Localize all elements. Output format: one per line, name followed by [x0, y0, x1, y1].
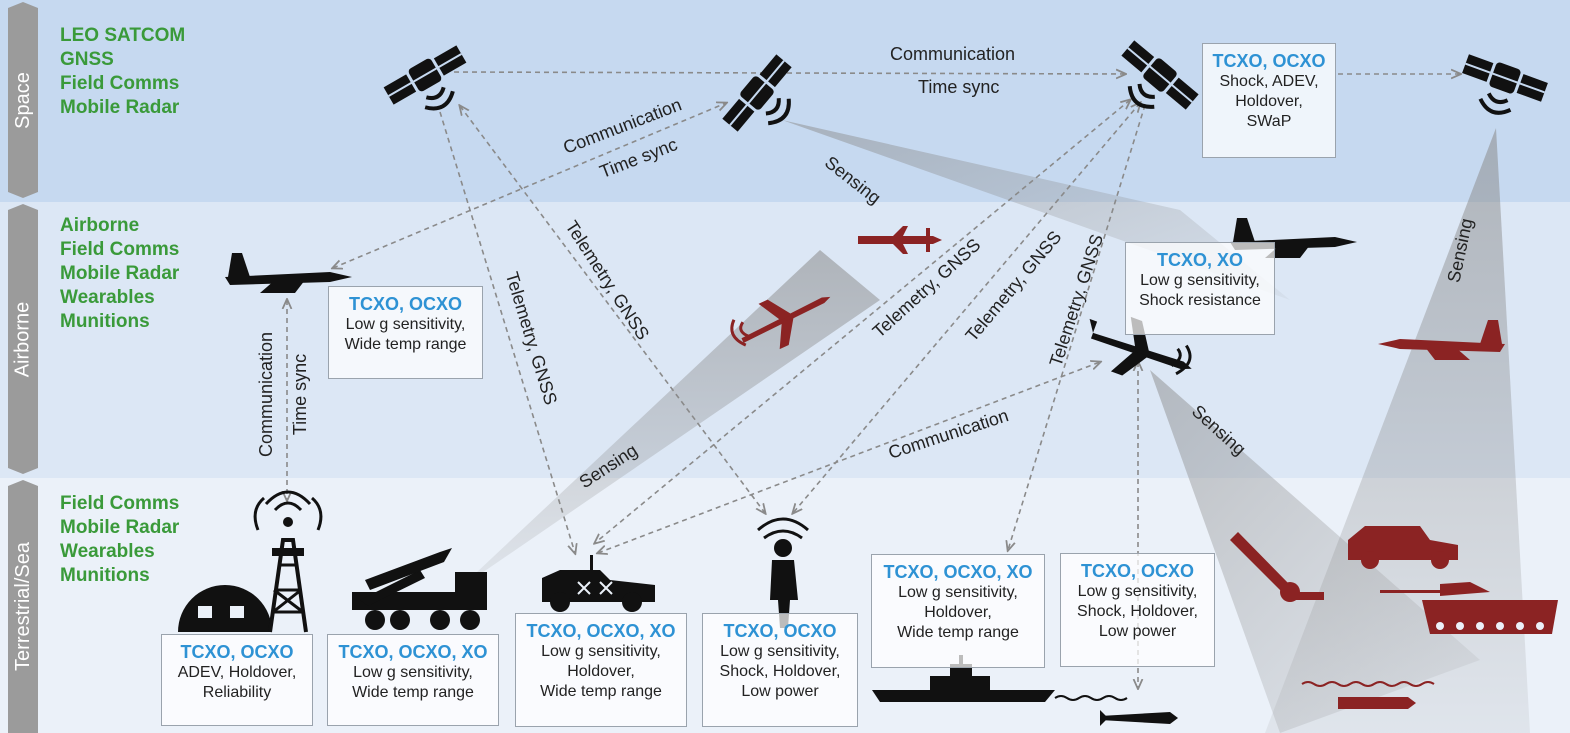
link-label-communication: Communication [256, 331, 277, 458]
application-item: Munitions [60, 565, 150, 586]
spec-line: SWaP [1246, 113, 1292, 130]
terrestrial-applications: Field Comms Mobile Radar Wearables Munit… [60, 492, 179, 588]
spec-box-soldier: TCXO, OCXO Low g sensitivity, Shock, Hol… [702, 613, 858, 727]
oscillator-types: TCXO, OCXO [1212, 51, 1326, 71]
enemy-tank-icon [1380, 582, 1558, 634]
spec-line: Holdover, [1235, 93, 1303, 110]
spec-line: Low g sensitivity, [1077, 583, 1198, 600]
link-sat-to-sat [449, 72, 1125, 74]
spec-line: Reliability [202, 684, 272, 701]
spec-box-drone: TCXO, XO Low g sensitivity, Shock resist… [1125, 242, 1275, 335]
space-applications: LEO SATCOM GNSS Field Comms Mobile Radar [60, 24, 185, 120]
spec-box-satellite: TCXO, OCXO Shock, ADEV, Holdover, SWaP [1202, 43, 1336, 158]
application-item: GNSS [60, 49, 114, 70]
enemy-truck-icon [1348, 526, 1458, 569]
tier-label-terrestrial: Terrestrial/Sea [11, 541, 34, 671]
ground-station-icon [178, 490, 323, 633]
soldier-icon [757, 517, 809, 628]
sensing-beam-drone [1150, 370, 1480, 733]
spec-line: Low power [741, 683, 819, 700]
spec-box-ground-station: TCXO, OCXO ADEV, Holdover, Reliability [161, 634, 313, 726]
drone-icon [1089, 316, 1192, 376]
link-sat3-vehicle [595, 100, 1130, 543]
application-item: Field Comms [60, 239, 180, 260]
link-fighter-sat [333, 103, 726, 268]
application-item: Wearables [60, 541, 155, 562]
spec-box-vehicle: TCXO, OCXO, XO Low g sensitivity, Holdov… [515, 613, 687, 727]
spec-box-torpedo: TCXO, OCXO Low g sensitivity, Shock, Hol… [1060, 553, 1215, 667]
satellite-icon-4 [1462, 54, 1548, 115]
spec-line: Wide temp range [540, 683, 662, 700]
oscillator-types: TCXO, OCXO, XO [338, 642, 488, 662]
enemy-drone-icon [730, 296, 831, 350]
oscillator-types: TCXO, OCXO [180, 642, 294, 662]
spec-line: Low g sensitivity, [1140, 272, 1260, 289]
spec-line: Wide temp range [897, 624, 1019, 641]
spec-line: Shock, Holdover, [1077, 603, 1198, 620]
spec-line: Low g sensitivity, [898, 584, 1018, 601]
spec-box-fighter: TCXO, OCXO Low g sensitivity, Wide temp … [328, 286, 483, 379]
tier-marker-airborne [8, 204, 38, 474]
link-label-time-sync: Time sync [918, 77, 1000, 97]
oscillator-types: TCXO, XO [1156, 250, 1243, 270]
spec-line: ADEV, Holdover, [177, 664, 297, 681]
oscillator-types: TCXO, OCXO, XO [526, 621, 676, 641]
spec-line: Low g sensitivity, [720, 643, 840, 660]
application-item: Field Comms [60, 493, 180, 514]
spec-line: Holdover, [567, 663, 635, 680]
application-item: Mobile Radar [60, 97, 180, 118]
application-item: Field Comms [60, 73, 180, 94]
torpedo-icon [1100, 710, 1178, 726]
link-label-communication: Communication [890, 44, 1016, 64]
enemy-fighter-icon [1378, 320, 1505, 360]
application-item: Mobile Radar [60, 517, 180, 538]
spec-line: Shock resistance [1139, 292, 1261, 309]
spec-line: Holdover, [924, 604, 992, 621]
rocket-launcher-icon [352, 548, 487, 630]
tier-label-space: Space [11, 71, 34, 129]
oscillator-types: TCXO, OCXO [723, 621, 837, 641]
oscillator-types: TCXO, OCXO [348, 294, 462, 314]
satellite-icon-2 [722, 54, 792, 132]
oscillator-types: TCXO, OCXO, XO [883, 562, 1033, 582]
spec-box-ship: TCXO, OCXO, XO Low g sensitivity, Holdov… [871, 554, 1045, 668]
spec-line: Wide temp range [344, 336, 467, 353]
application-item: Munitions [60, 311, 150, 332]
cruise-missile-icon [858, 226, 942, 254]
application-item: LEO SATCOM [60, 25, 186, 46]
application-item: Wearables [60, 287, 155, 308]
spec-box-launcher: TCXO, OCXO, XO Low g sensitivity, Wide t… [327, 634, 499, 726]
spec-line: Low power [1098, 623, 1177, 640]
spec-line: Low g sensitivity, [353, 664, 473, 681]
airborne-applications: Airborne Field Comms Mobile Radar Wearab… [60, 214, 179, 334]
spec-line: Wide temp range [352, 684, 474, 701]
application-item: Mobile Radar [60, 263, 180, 284]
artillery-icon [1230, 532, 1324, 602]
oscillator-types: TCXO, OCXO [1080, 561, 1194, 581]
spec-line: Shock, Holdover, [719, 663, 841, 680]
tier-marker-space [8, 2, 38, 198]
application-item: Airborne [60, 215, 140, 236]
armored-vehicle-icon [542, 555, 655, 612]
spec-line: Low g sensitivity, [541, 643, 661, 660]
enemy-torpedo-icon [1301, 681, 1435, 709]
satellite-icon-3 [1121, 40, 1199, 110]
tier-label-airborne: Airborne [11, 301, 34, 377]
fighter-jet-icon [225, 253, 352, 293]
spec-line: Low g sensitivity, [345, 316, 466, 333]
spec-line: Shock, ADEV, [1219, 73, 1319, 90]
link-label-time-sync: Time sync [290, 353, 311, 436]
tier-marker-terrestrial [8, 480, 38, 733]
satellite-icon-1 [383, 45, 467, 111]
